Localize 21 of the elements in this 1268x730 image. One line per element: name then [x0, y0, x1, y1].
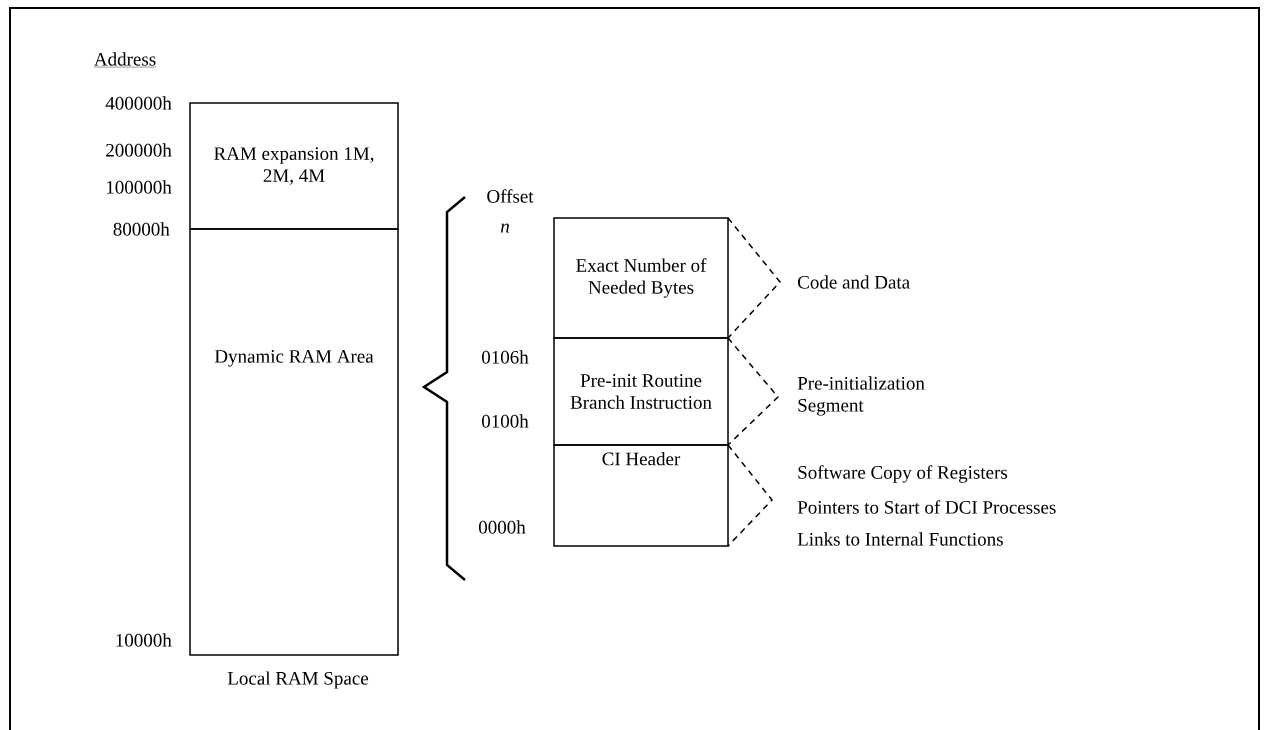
text-label: Offset [487, 189, 534, 203]
text-label: Software Copy of Registers [798, 465, 1008, 483]
text-label: Links to Internal Functions [797, 532, 1003, 546]
memory-block: Dynamic RAM Area [189, 228, 399, 656]
text-label: Address [93, 52, 157, 68]
memory-block: Exact Number of Needed Bytes [553, 217, 729, 339]
text-label: 0000h [479, 520, 526, 534]
text-label: 0106h [482, 350, 529, 364]
text-label: Pre-initialization Segment [797, 376, 925, 416]
text-label: 400000h [105, 96, 172, 110]
memory-block: CI Header [553, 444, 729, 547]
memory-block: RAM expansion 1M, 2M, 4M [189, 102, 399, 230]
text-label: 80000h [113, 222, 170, 236]
text-label: Pointers to Start of DCI Processes [797, 500, 1056, 514]
text-label: n [500, 223, 509, 233]
text-label: Code and Data [798, 275, 910, 289]
memory-block: Pre-init Routine Branch Instruction [553, 337, 729, 446]
text-label: 10000h [116, 633, 172, 647]
text-label: 100000h [106, 180, 172, 194]
text-label: 0100h [482, 414, 529, 428]
text-label: 200000h [106, 143, 172, 157]
